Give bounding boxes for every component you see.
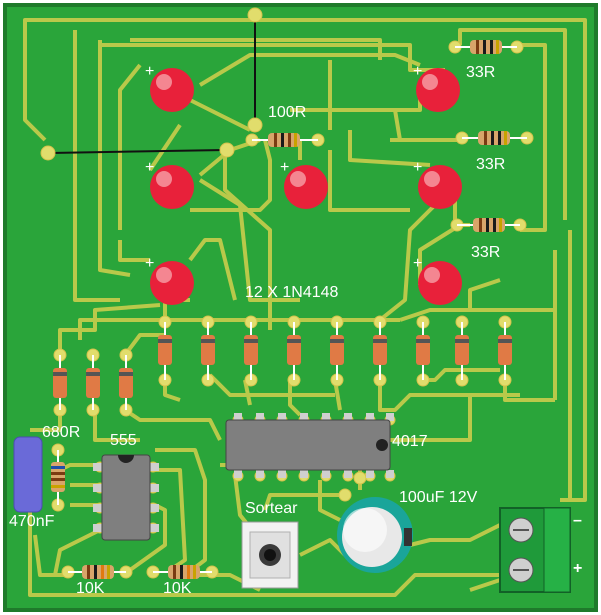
ic-4017-notch xyxy=(376,439,388,451)
resistor-33r-bottom xyxy=(457,218,520,232)
jumper-wire-horizontal xyxy=(49,149,226,154)
diode xyxy=(455,322,469,380)
capacitor-100uf xyxy=(337,497,413,573)
resistor-10k-right xyxy=(153,565,212,579)
resistor-100r xyxy=(252,133,318,147)
power-terminal-block xyxy=(499,507,571,593)
diode xyxy=(330,322,344,380)
label-33r-middle: 33R xyxy=(476,156,506,173)
label-680r: 680R xyxy=(42,424,81,441)
label-33r-top: 33R xyxy=(466,64,496,81)
led-1-plus-mark: + xyxy=(145,63,154,80)
label-10k-left: 10K xyxy=(76,580,105,597)
led-4-plus-mark: + xyxy=(280,159,289,176)
led-5 xyxy=(418,165,462,209)
ic-4017 xyxy=(225,413,394,478)
diode xyxy=(416,322,430,380)
label-100uf: 100uF 12V xyxy=(399,489,478,506)
ic-555 xyxy=(93,454,159,541)
diode-array xyxy=(53,322,512,410)
resistor-33r-middle xyxy=(462,131,527,145)
label-470nf: 470nF xyxy=(9,513,55,530)
diode xyxy=(86,355,100,410)
label-33r-bottom: 33R xyxy=(471,244,501,261)
label-plus: + xyxy=(573,560,583,577)
diode xyxy=(201,322,215,380)
capacitor-470nf xyxy=(13,436,43,513)
sortear-button[interactable] xyxy=(241,521,299,589)
diode xyxy=(498,322,512,380)
diode xyxy=(373,322,387,380)
led-2-plus-mark: + xyxy=(413,63,422,80)
ic-555-notch xyxy=(118,455,134,463)
led-2 xyxy=(416,68,460,112)
label-diodes: 12 X 1N4148 xyxy=(245,284,339,301)
led-3-plus-mark: + xyxy=(145,159,154,176)
led-7 xyxy=(418,261,462,305)
led-4 xyxy=(284,165,328,209)
diode xyxy=(244,322,258,380)
resistor-10k-left xyxy=(68,565,126,579)
led-5-plus-mark: + xyxy=(413,159,422,176)
label-555: 555 xyxy=(110,432,137,449)
resistor-680r xyxy=(51,450,65,505)
label-minus: – xyxy=(573,512,582,529)
led-6-plus-mark: + xyxy=(145,255,154,272)
leds xyxy=(150,68,462,305)
led-7-plus-mark: + xyxy=(413,255,422,272)
led-3 xyxy=(150,165,194,209)
jumper-wires xyxy=(49,15,256,154)
diode xyxy=(53,355,67,410)
label-4017: 4017 xyxy=(392,433,428,450)
resistor-33r-top xyxy=(455,40,517,54)
diode xyxy=(158,322,172,380)
led-1 xyxy=(150,68,194,112)
led-6 xyxy=(150,261,194,305)
diode xyxy=(119,355,133,410)
diode xyxy=(287,322,301,380)
label-100r: 100R xyxy=(268,104,307,121)
label-sortear: Sortear xyxy=(245,500,298,517)
label-10k-right: 10K xyxy=(163,580,192,597)
